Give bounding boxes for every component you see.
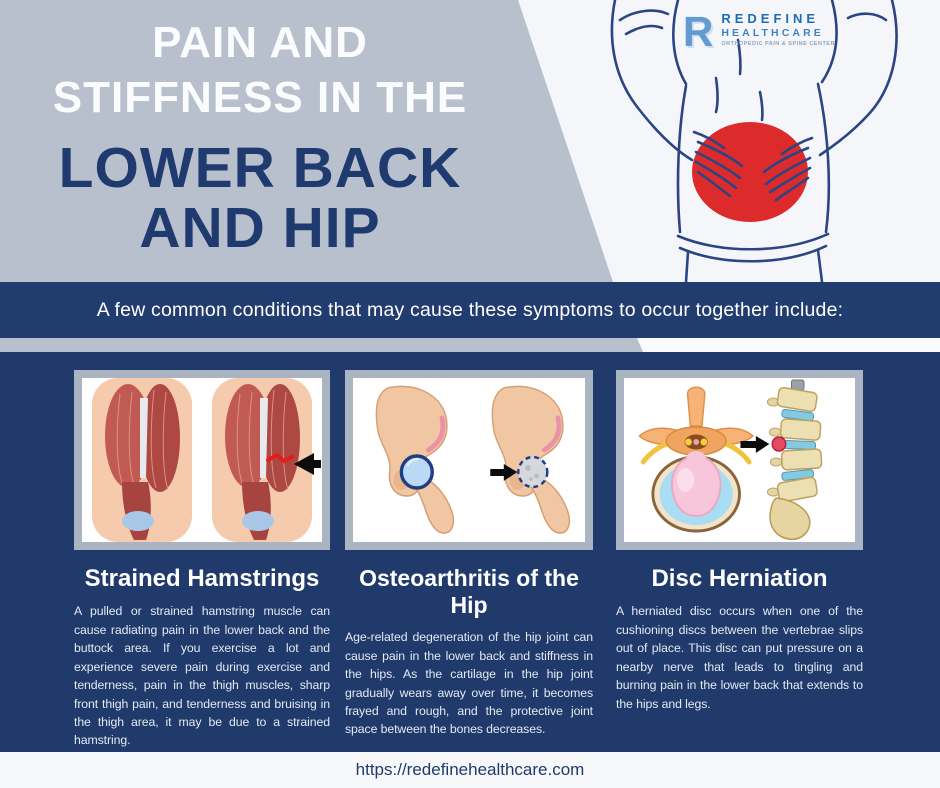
logo: R REDEFINE HEALTHCARE ORTHOPEDIC PAIN & … <box>683 8 835 55</box>
healthy-hip <box>375 385 455 534</box>
footer: https://redefinehealthcare.com <box>0 752 940 788</box>
condition-description: A herniated disc occurs when one of the … <box>616 604 863 711</box>
condition-card-disc-herniation: Disc Herniation A herniated disc occurs … <box>616 352 863 713</box>
condition-title: Strained Hamstrings <box>84 565 320 592</box>
logo-name-top: REDEFINE <box>721 11 820 26</box>
pain-spot <box>692 122 808 222</box>
herniated-disc-mark <box>771 436 787 452</box>
intro-banner: A few common conditions that may cause t… <box>0 282 940 338</box>
title-line-2: LOWER BACK AND HIP <box>58 136 462 261</box>
spine-lateral-view <box>766 379 823 540</box>
footer-url[interactable]: https://redefinehealthcare.com <box>355 760 585 779</box>
logo-name-bottom: HEALTHCARE <box>721 27 824 40</box>
arrow-icon <box>490 464 518 481</box>
right-leg-muscles <box>225 384 300 540</box>
arthritic-hip <box>490 385 571 534</box>
hamstring-image-frame <box>74 370 330 550</box>
hamstring-illustration <box>92 378 321 542</box>
hands-on-back <box>692 130 814 202</box>
divider-strip <box>0 338 940 352</box>
condition-description: A pulled or strained hamstring muscle ca… <box>74 604 330 748</box>
disc-image-frame <box>616 370 863 550</box>
condition-description: Age-related degeneration of the hip join… <box>345 630 593 737</box>
arrow-icon <box>294 453 321 475</box>
left-leg-muscles <box>105 384 180 540</box>
header-section: R REDEFINE HEALTHCARE ORTHOPEDIC PAIN & … <box>0 0 940 282</box>
muscle-tear-mark <box>266 452 294 464</box>
condition-title: Disc Herniation <box>651 565 828 592</box>
logo-tagline: ORTHOPEDIC PAIN & SPINE CENTER <box>721 41 835 48</box>
condition-card-hamstrings: Strained Hamstrings A pulled or strained… <box>74 352 330 750</box>
spine-disc-illustration <box>638 379 823 540</box>
title-line-1: PAIN AND STIFFNESS IN THE <box>52 18 468 122</box>
intro-banner-text: A few common conditions that may cause t… <box>96 298 844 321</box>
vertebra-axial-view <box>638 386 755 533</box>
arrow-icon <box>740 436 770 453</box>
logo-r-icon: R <box>683 8 714 55</box>
conditions-section: Strained Hamstrings A pulled or strained… <box>0 352 940 752</box>
condition-card-hip-osteoarthritis: Osteoarthritis of the Hip Age-related de… <box>345 352 593 739</box>
back-pain-figure-illustration <box>610 0 898 282</box>
condition-title: Osteoarthritis of the Hip <box>359 565 579 619</box>
divider-strip-diagonal <box>637 338 940 352</box>
hip-image-frame <box>345 370 593 550</box>
hip-joint-illustration <box>375 385 571 534</box>
